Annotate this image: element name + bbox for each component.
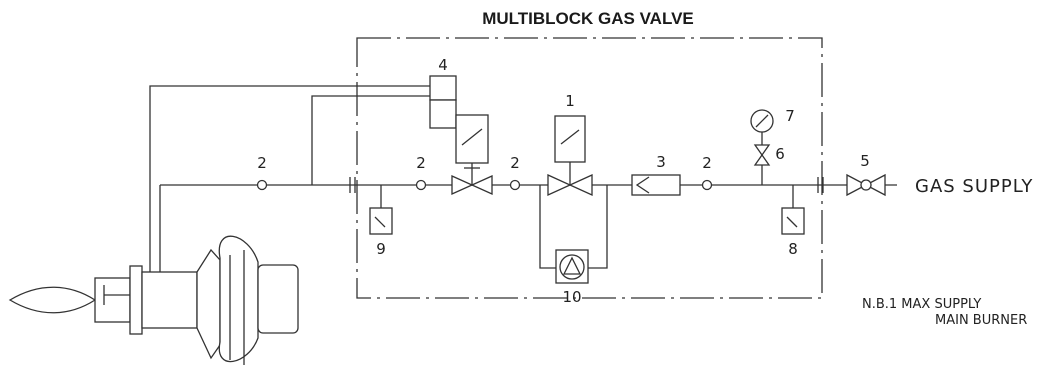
gas-filter-3: 3 <box>631 153 681 196</box>
label-6: 6 <box>775 145 785 163</box>
label-8: 8 <box>788 240 798 258</box>
notes: N.B.1 MAX SUPPLY MAIN BURNER <box>862 297 1027 328</box>
pilot-lines <box>149 85 430 295</box>
pilot-solenoid-valve-4: 4 <box>429 56 493 196</box>
label-5: 5 <box>860 152 870 170</box>
pressure-switch-8: 8 <box>781 185 805 258</box>
label-4: 4 <box>438 56 448 74</box>
flange-left <box>349 177 356 193</box>
test-point-2a: 2 <box>256 154 268 191</box>
test-point-2b: 2 <box>415 154 427 191</box>
valve-checker-10: 10 <box>539 185 608 306</box>
pressure-gauge-7: 7 <box>750 107 795 133</box>
label-9: 9 <box>376 240 386 258</box>
label-2a: 2 <box>257 154 267 172</box>
note-nb1-line2: MAIN BURNER <box>935 313 1027 328</box>
manual-cock-5: 5 <box>846 152 886 197</box>
flange-right <box>817 177 824 193</box>
label-10: 10 <box>562 288 581 306</box>
burner-assembly <box>8 235 299 365</box>
multiblock-boundary <box>356 37 823 299</box>
test-point-2d: 2 <box>701 154 713 191</box>
label-2c: 2 <box>510 154 520 172</box>
label-1: 1 <box>565 92 575 110</box>
label-7: 7 <box>785 107 795 125</box>
label-3: 3 <box>656 153 666 171</box>
gas-supply-label: GAS SUPPLY <box>915 176 1033 197</box>
diagram-title: MULTIBLOCK GAS VALVE <box>482 9 694 28</box>
test-point-2c: 2 <box>509 154 521 191</box>
label-2d: 2 <box>702 154 712 172</box>
main-solenoid-valve-1: 1 <box>547 92 593 197</box>
pressure-switch-9: 9 <box>369 185 393 258</box>
note-nb1-line1: N.B.1 MAX SUPPLY <box>862 297 981 312</box>
needle-valve-6: 6 <box>753 144 785 166</box>
label-2b: 2 <box>416 154 426 172</box>
